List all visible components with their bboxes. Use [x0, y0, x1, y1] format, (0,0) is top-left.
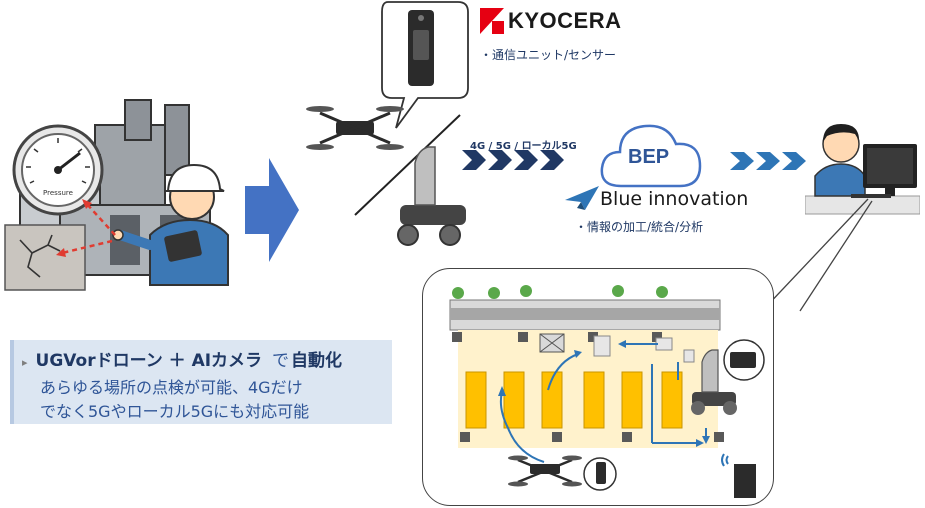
- blue-innovation-logo-icon: [565, 186, 599, 210]
- bullet-icon: ▸: [22, 356, 28, 369]
- warehouse-map: [449, 285, 765, 498]
- ugv-robot-icon: [397, 146, 466, 246]
- info-headline: ▸ UGVorドローン ＋ AIカメラ で自動化: [22, 346, 342, 371]
- sensor-label: ・通信ユニット/センサー: [480, 48, 617, 62]
- drone-icon: [306, 106, 404, 150]
- sensor-callout: [381, 1, 469, 129]
- router-icon: [721, 453, 756, 498]
- cloud-label: BEP: [628, 146, 670, 168]
- flow-arrow: [245, 158, 299, 262]
- drone-and-ugv: [306, 106, 466, 246]
- info-headline-main: UGVorドローン ＋ AIカメラ: [35, 351, 263, 371]
- network-chevrons: [462, 150, 564, 170]
- network-label: 4G / 5G / ローカル5G: [470, 141, 577, 152]
- map-ugv-icon: [691, 349, 737, 415]
- kyocera-logo-icon: [480, 8, 504, 34]
- map-drone-icon: [508, 455, 582, 487]
- info-headline-emphasis: 自動化: [290, 351, 342, 371]
- info-line-3: でなく5Gやローカル5Gにも対応可能: [40, 402, 310, 421]
- processing-label: ・情報の加工/統合/分析: [575, 220, 704, 234]
- info-box: ▸ UGVorドローン ＋ AIカメラ で自動化 あらゆる場所の点検が可能、4Gだ…: [10, 340, 392, 424]
- info-line-2: あらゆる場所の点検が可能、4Gだけ: [40, 378, 303, 397]
- company-name: Blue innovation: [600, 188, 749, 210]
- info-headline-particle: で: [271, 351, 289, 371]
- gauge-label: Pressure: [43, 189, 73, 197]
- output-chevrons: [730, 152, 806, 170]
- cloud-icon: [600, 124, 702, 188]
- callout-lines: [763, 198, 873, 312]
- factory-illustration: Pressure: [4, 99, 229, 291]
- brand-name: KYOCERA: [508, 8, 622, 33]
